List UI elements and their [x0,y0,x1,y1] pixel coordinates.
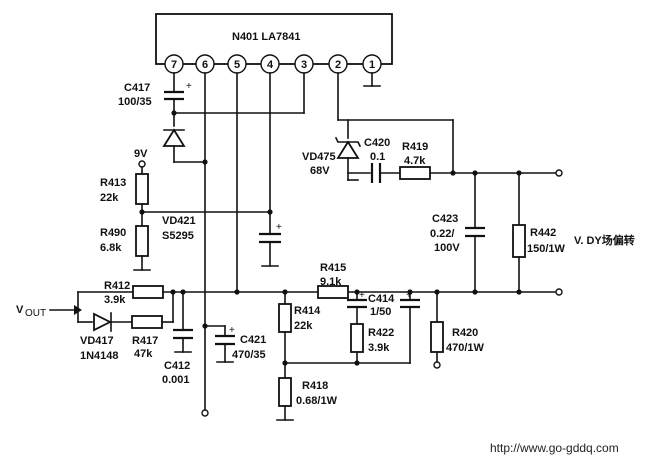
output-label: V. DY场偏转 [574,233,635,247]
svg-text:+: + [359,290,365,301]
svg-text:1N4148: 1N4148 [80,350,119,362]
svg-text:100V: 100V [434,242,460,254]
pin-1: 1 [362,54,382,74]
r415-resistor: R415 9.1k [317,262,349,299]
svg-text:3: 3 [301,59,307,71]
r417-resistor: R417 47k [131,291,174,360]
r419-resistor: R419 4.7k [399,141,563,180]
supply-9v: 9V [134,148,148,175]
svg-text:R418: R418 [302,380,328,392]
svg-text:VD421: VD421 [162,215,196,227]
r414-resistor: R414 22k [278,291,411,379]
c421-capacitor: + C421 470/35 [202,323,266,363]
c417-capacitor: + C417 100/35 [118,81,192,108]
r422-resistor: R422 3.9k [350,306,394,366]
svg-text:C420: C420 [364,137,390,149]
svg-text:0.68/1W: 0.68/1W [296,395,338,407]
pin-2: 2 [328,54,348,74]
pin6-line [201,72,209,417]
svg-text:R490: R490 [100,227,126,239]
svg-text:C423: C423 [432,213,458,225]
pin1-ground-icon [363,72,381,87]
svg-text:1: 1 [369,59,375,71]
pin-6: 6 [195,54,215,74]
svg-text:100/35: 100/35 [118,96,152,108]
main-bus [162,288,563,296]
svg-text:0.22/: 0.22/ [430,228,454,240]
svg-text:+: + [229,325,235,336]
svg-text:R414: R414 [294,305,321,317]
svg-text:68V: 68V [310,165,330,177]
svg-text:R413: R413 [100,177,126,189]
vd417-diode: VD417 1N4148 [80,312,133,362]
ic-pins: 7 6 5 4 3 2 1 [164,54,382,74]
vd475-zener: VD475 68V [302,136,371,181]
vd421-label: VD421 S5295 [162,215,196,242]
pin-7: 7 [164,54,184,74]
svg-text:6.8k: 6.8k [100,242,122,254]
pin-4: 4 [260,54,280,74]
pin-5: 5 [227,54,247,74]
svg-text:470/1W: 470/1W [446,342,485,354]
svg-text:2: 2 [335,59,341,71]
svg-text:9V: 9V [134,148,148,160]
svg-text:+: + [276,222,282,233]
svg-text:R412: R412 [104,280,130,292]
c423-capacitor: C423 0.22/ 100V [430,172,485,295]
pin7-network [164,72,305,127]
svg-text:5: 5 [234,59,240,71]
svg-text:1/50: 1/50 [370,306,391,318]
pin4-line: + [141,72,282,267]
svg-text:VD417: VD417 [80,335,114,347]
svg-text:C414: C414 [368,293,395,305]
svg-text:7: 7 [171,59,177,71]
c414-capacitors: + + C414 1/50 [347,290,420,364]
svg-text:R420: R420 [452,327,478,339]
svg-text:R419: R419 [402,141,428,153]
svg-text:4: 4 [267,59,274,71]
svg-text:+: + [186,81,192,92]
footer-url: http://www.go-gddq.com [490,441,619,455]
svg-text:R417: R417 [132,335,158,347]
svg-text:+: + [406,290,412,301]
svg-text:22k: 22k [100,192,119,204]
svg-text:0.1: 0.1 [370,151,385,163]
r490-resistor: R490 6.8k [100,225,151,271]
svg-text:22k: 22k [294,320,313,332]
pin2-network [337,72,454,174]
svg-text:S5295: S5295 [162,230,194,242]
svg-text:150/1W: 150/1W [527,243,566,255]
ic-label: N401 LA7841 [232,31,301,43]
c420-capacitor: C420 0.1 [364,137,401,183]
c412-capacitor: C412 0.001 [162,291,193,386]
r413-resistor: R413 22k [100,173,149,227]
svg-text:C417: C417 [124,82,150,94]
svg-text:R422: R422 [368,327,394,339]
svg-text:V. DY场偏转: V. DY场偏转 [574,233,635,247]
svg-text:R415: R415 [320,262,346,274]
svg-text:3.9k: 3.9k [104,294,126,306]
r418-resistor: R418 0.68/1W [276,377,338,421]
svg-text:R442: R442 [530,227,556,239]
svg-text:OUT: OUT [25,308,46,319]
r412-resistor: R412 3.9k [104,280,164,306]
svg-text:3.9k: 3.9k [368,342,390,354]
pin5-line [234,72,240,295]
svg-text:470/35: 470/35 [232,349,266,361]
svg-text:4.7k: 4.7k [404,155,426,167]
svg-text:V: V [16,304,24,316]
diode-pin7 [162,128,208,165]
svg-text:VD475: VD475 [302,151,336,163]
svg-text:9.1k: 9.1k [320,276,342,288]
svg-text:0.001: 0.001 [162,374,190,386]
svg-text:47k: 47k [134,348,153,360]
pin-3: 3 [294,54,314,74]
r442-resistor: R442 150/1W [512,172,566,295]
input-vout: V OUT [16,291,134,323]
r420-resistor: R420 470/1W [430,291,485,369]
svg-text:C412: C412 [164,360,190,372]
svg-text:6: 6 [202,59,208,71]
svg-text:C421: C421 [240,334,266,346]
